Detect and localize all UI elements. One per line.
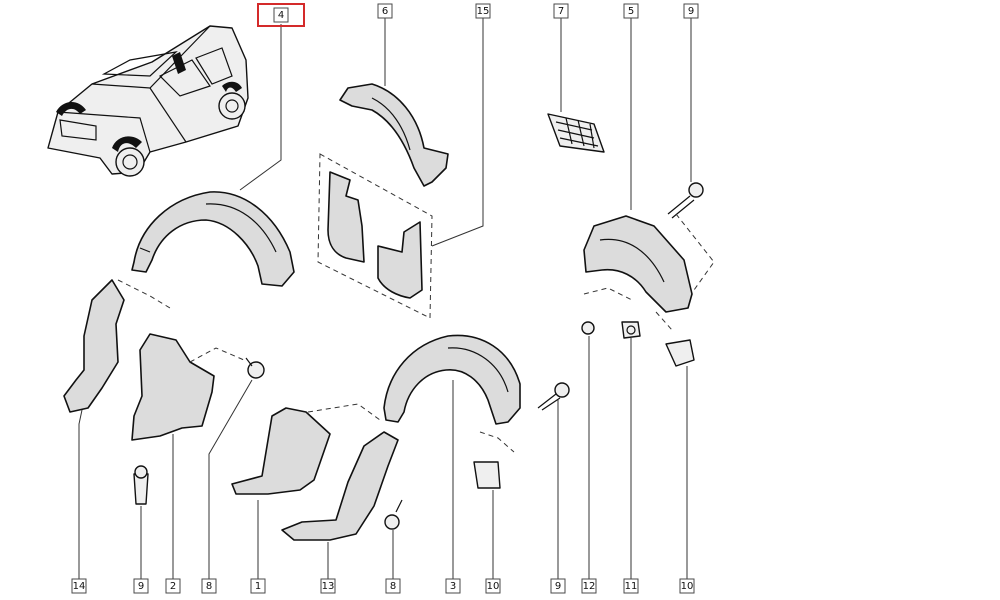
highlight-frame [257, 3, 305, 27]
callouts-layer: 4 6 15 7 5 9 14 9 2 8 1 13 8 3 10 9 12 11 10 [71, 3, 699, 594]
callout-label: 10 [681, 581, 694, 592]
part-2-bracket [131, 333, 215, 441]
callout-label: 11 [625, 581, 638, 592]
callout-box [133, 578, 149, 594]
callout-label: 8 [206, 581, 212, 592]
part-8-screw-lower [384, 499, 403, 530]
callout-c7-top: 7 [553, 3, 569, 112]
callout-label: 5 [628, 6, 634, 17]
callout-c4-top: 4 [239, 3, 305, 191]
callout-box [250, 578, 266, 594]
callout-box [320, 578, 336, 594]
callout-c2-bot: 2 [165, 434, 181, 594]
callout-c3-bot: 3 [445, 380, 461, 594]
callout-c14-bot: 14 [71, 409, 87, 594]
callout-c8-bot-a: 8 [201, 379, 253, 594]
callout-c5-top: 5 [623, 3, 639, 210]
part-3-main-arch-liner [383, 334, 521, 425]
callout-label: 1 [255, 581, 261, 592]
callout-box [273, 7, 289, 23]
callout-box [581, 578, 597, 594]
callout-box [553, 3, 569, 19]
callout-c10-bot-b: 10 [679, 366, 695, 594]
part-9-screw-left [133, 465, 149, 505]
part-10-clip-right [665, 339, 695, 367]
leader-line [431, 18, 484, 247]
part-15-mud-flaps [317, 153, 433, 319]
callout-c12-bot: 12 [581, 336, 597, 594]
callout-c9-bot: 9 [133, 506, 149, 594]
callout-c13-bot: 13 [320, 542, 336, 594]
part-8-screw-left [245, 357, 265, 379]
callout-label: 9 [138, 581, 144, 592]
part-11-nut [621, 321, 641, 339]
leader-line [78, 409, 83, 579]
callout-label: 14 [73, 581, 86, 592]
part-10-clip-lower [473, 461, 501, 489]
car-overview-illustration [47, 25, 249, 177]
callout-c8-bot-b: 8 [385, 530, 401, 594]
callout-box [445, 578, 461, 594]
callout-c15-top: 15 [431, 3, 491, 247]
callout-box [683, 3, 699, 19]
callout-box [623, 578, 639, 594]
leader-line [208, 379, 253, 579]
part-14-lower-shield [63, 279, 125, 413]
callout-label: 4 [278, 10, 284, 21]
callout-box [377, 3, 393, 19]
callout-box [71, 578, 87, 594]
callout-label: 8 [390, 581, 396, 592]
callout-c9-bot-b: 9 [550, 400, 566, 594]
callout-label: 7 [558, 6, 564, 17]
part-1-front-guard [231, 407, 331, 495]
part-13-splash-guard [281, 431, 399, 541]
part-12-nut [581, 321, 595, 335]
callout-c1-bot: 1 [250, 500, 266, 594]
part-9-screw-top [667, 182, 704, 219]
callout-c6-top: 6 [377, 3, 393, 86]
callout-label: 10 [487, 581, 500, 592]
callout-label: 9 [688, 6, 694, 17]
callout-label: 12 [583, 581, 596, 592]
part-7-vent-grille [547, 113, 605, 153]
callout-label: 3 [450, 581, 456, 592]
callout-box [485, 578, 501, 594]
callout-box [201, 578, 217, 594]
part-5-rear-arch-liner [583, 215, 693, 313]
callout-c11-bot: 11 [623, 338, 639, 594]
callout-box [623, 3, 639, 19]
callout-box [679, 578, 695, 594]
part-9-screw-mid [537, 382, 570, 411]
callout-label: 9 [555, 581, 561, 592]
callout-c9-top: 9 [683, 3, 699, 182]
callout-box [385, 578, 401, 594]
part-4-wheel-arch-liner [131, 191, 295, 287]
callout-box [550, 578, 566, 594]
callout-box [165, 578, 181, 594]
callout-label: 15 [477, 6, 490, 17]
callout-label: 13 [322, 581, 335, 592]
callout-label: 2 [170, 581, 176, 592]
leader-line [239, 24, 282, 191]
part-6-arch-cover [339, 83, 449, 187]
callout-label: 6 [382, 6, 388, 17]
callout-box [475, 3, 491, 19]
callout-c10-bot-a: 10 [485, 490, 501, 594]
